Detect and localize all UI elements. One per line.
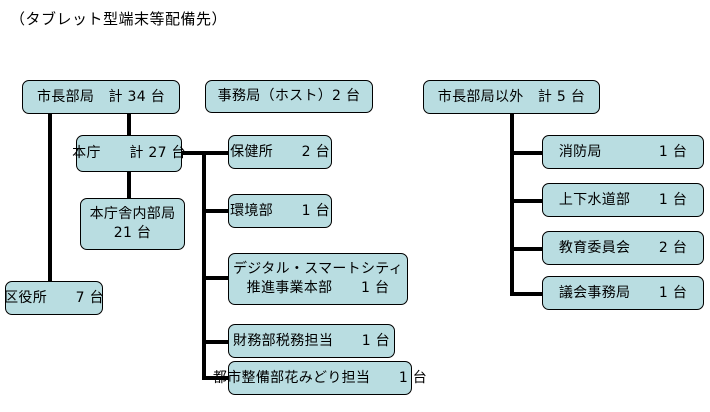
node-assembly-secretariat[interactable]: 議会事務局 1 台 (542, 276, 704, 310)
node-head-office-internal[interactable]: 本庁舎内部局 21 台 (80, 198, 185, 250)
edge-mayor-to-ward (48, 114, 52, 281)
node-head-office-internal-line1: 本庁舎内部局 (89, 206, 176, 223)
node-board-of-education[interactable]: 教育委員会 2 台 (542, 231, 704, 265)
edge-branch-assembly-secretariat (510, 292, 544, 296)
node-digital-smart-city-line2: 推進事業本部 1 台 (246, 280, 390, 296)
node-head-office[interactable]: 本庁 計 27 台 (72, 135, 186, 172)
node-digital-smart-city[interactable]: デジタル・スマートシティ 推進事業本部 1 台 (228, 253, 408, 305)
edge-branch-water-sewage (510, 199, 544, 203)
edge-branch-environment (202, 209, 230, 213)
page-title: （タブレット型端末等配備先） (10, 10, 228, 28)
node-water-sewage-dept[interactable]: 上下水道部 1 台 (542, 183, 704, 217)
edge-branch-fire-department (510, 151, 544, 155)
node-fire-department[interactable]: 消防局 1 台 (542, 135, 704, 169)
node-ward-office[interactable]: 区役所 7 台 (4, 281, 104, 315)
node-secretariat-host[interactable]: 事務局（ホスト）2 台 (205, 80, 373, 113)
node-mayor-bureau[interactable]: 市長部局 計 34 台 (22, 80, 180, 114)
edge-branch-health-center (202, 151, 230, 155)
node-non-mayor-bureau[interactable]: 市長部局以外 計 5 台 (423, 80, 600, 114)
edge-branch-finance-tax (202, 340, 230, 344)
node-environment-dept[interactable]: 環境部 1 台 (228, 194, 332, 228)
edge-branch-digital-smart-city (202, 276, 230, 280)
node-finance-tax[interactable]: 財務部税務担当 1 台 (228, 324, 395, 358)
edge-head-office-to-trunk (182, 151, 206, 155)
node-head-office-internal-line2: 21 台 (113, 225, 152, 241)
edge-branch-urban-flower-green (202, 376, 230, 380)
node-urban-flower-green[interactable]: 都市整備部花みどり担当 1 台 (213, 361, 427, 395)
edge-right-trunk (510, 114, 514, 296)
edge-mayor-to-head-office (127, 114, 131, 135)
edge-head-office-to-internal (127, 172, 131, 198)
node-digital-smart-city-line1: デジタル・スマートシティ (232, 261, 404, 278)
edge-middle-trunk (202, 151, 206, 380)
node-health-center[interactable]: 保健所 2 台 (228, 135, 332, 169)
edge-branch-board-of-education (510, 247, 544, 251)
